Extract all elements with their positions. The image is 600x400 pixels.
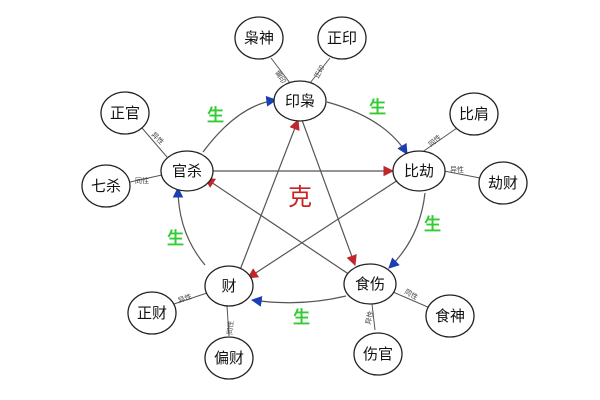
node-shishen-label: 食神 bbox=[435, 307, 465, 325]
connector-shi-shishen bbox=[392, 291, 431, 309]
connector-guan-qisha bbox=[129, 174, 163, 183]
node-zhengyin-label: 正印 bbox=[327, 29, 357, 47]
connector-yin-zhengyin bbox=[309, 57, 331, 84]
node-guansha-label: 官杀 bbox=[172, 162, 202, 180]
node-piancai: 偏财 bbox=[204, 336, 254, 380]
node-qisha-label: 七杀 bbox=[91, 177, 121, 195]
connector-label-bi-yi: 异性 bbox=[450, 165, 464, 174]
sheng-arc-bi-to-shi bbox=[388, 192, 426, 269]
node-shishang: 食伤 bbox=[343, 263, 397, 305]
connector-cai-piancai bbox=[226, 305, 230, 337]
connector-cai-zhengcai bbox=[173, 292, 208, 305]
sheng-arc-yin-to-bi bbox=[326, 101, 408, 155]
ke-line-shi-to-guan bbox=[204, 177, 351, 276]
connector-bi-bijian bbox=[417, 127, 458, 156]
node-bijie: 比劫 bbox=[392, 150, 446, 192]
node-jiecai-label: 劫财 bbox=[488, 174, 518, 192]
connector-guan-zhengguan bbox=[141, 127, 168, 158]
node-bijian: 比肩 bbox=[449, 92, 499, 136]
node-cai: 财 bbox=[204, 265, 254, 307]
sheng-arc-shi-to-cai bbox=[250, 295, 347, 307]
node-bijian-label: 比肩 bbox=[459, 105, 489, 123]
connector-label-guan-yi: 异性 bbox=[150, 130, 166, 146]
node-jiecai: 劫财 bbox=[478, 161, 528, 205]
node-shangguan: 伤官 bbox=[353, 332, 403, 376]
ke-line-bi-to-cai bbox=[247, 179, 399, 279]
connector-label-yin-zheng: 正印 bbox=[313, 64, 327, 80]
sheng-label-top-left: 生 bbox=[207, 105, 224, 126]
sheng-label-top-right: 生 bbox=[369, 97, 386, 118]
node-shishen: 食神 bbox=[425, 294, 475, 338]
sheng-label-bottom: 生 bbox=[293, 307, 310, 328]
node-guansha: 官杀 bbox=[160, 150, 214, 192]
node-zhengcai: 正财 bbox=[127, 291, 177, 335]
node-zhengguan-label: 正官 bbox=[110, 104, 140, 122]
sheng-arc-guan-to-yin bbox=[202, 95, 278, 153]
connector-label-shi-tong: 同性 bbox=[403, 287, 420, 302]
node-zhengcai-label: 正财 bbox=[137, 304, 167, 322]
node-zhengyin: 正印 bbox=[317, 16, 367, 60]
connector-label-yin-pian: 偏印 bbox=[273, 69, 288, 86]
ke-line-yin-to-shi bbox=[301, 119, 357, 267]
node-shishang-label: 食伤 bbox=[355, 275, 385, 293]
node-xiaoshen-label: 枭神 bbox=[244, 29, 274, 47]
node-bijie-label: 比劫 bbox=[404, 162, 434, 180]
connector-label-cai-tong: 同性 bbox=[225, 320, 235, 335]
sheng-label-right: 生 bbox=[424, 214, 441, 235]
node-yinxiao-label: 印枭 bbox=[285, 92, 315, 110]
node-yinxiao: 印枭 bbox=[273, 80, 327, 122]
node-qisha: 七杀 bbox=[81, 164, 131, 208]
node-cai-label: 财 bbox=[221, 277, 236, 295]
connector-label-cai-yi: 异性 bbox=[177, 292, 193, 305]
sheng-arc-cai-to-guan bbox=[172, 186, 206, 266]
connector-yin-xiaoshen bbox=[270, 57, 291, 84]
connector-label-bi-tong: 同性 bbox=[427, 133, 444, 149]
connector-label-shi-yi: 异性 bbox=[363, 310, 375, 326]
center-ke-label: 克 bbox=[288, 183, 312, 211]
sheng-label-left: 生 bbox=[167, 228, 184, 249]
node-piancai-label: 偏财 bbox=[214, 349, 244, 367]
connector-bi-jiecai bbox=[443, 170, 481, 179]
node-xiaoshen: 枭神 bbox=[234, 16, 284, 60]
node-shangguan-label: 伤官 bbox=[363, 345, 393, 363]
connector-label-guan-tong: 同性 bbox=[135, 176, 149, 185]
node-zhengguan: 正官 bbox=[100, 91, 150, 135]
ke-line-cai-to-yin bbox=[239, 118, 300, 271]
connector-shi-shangguan bbox=[371, 303, 376, 331]
